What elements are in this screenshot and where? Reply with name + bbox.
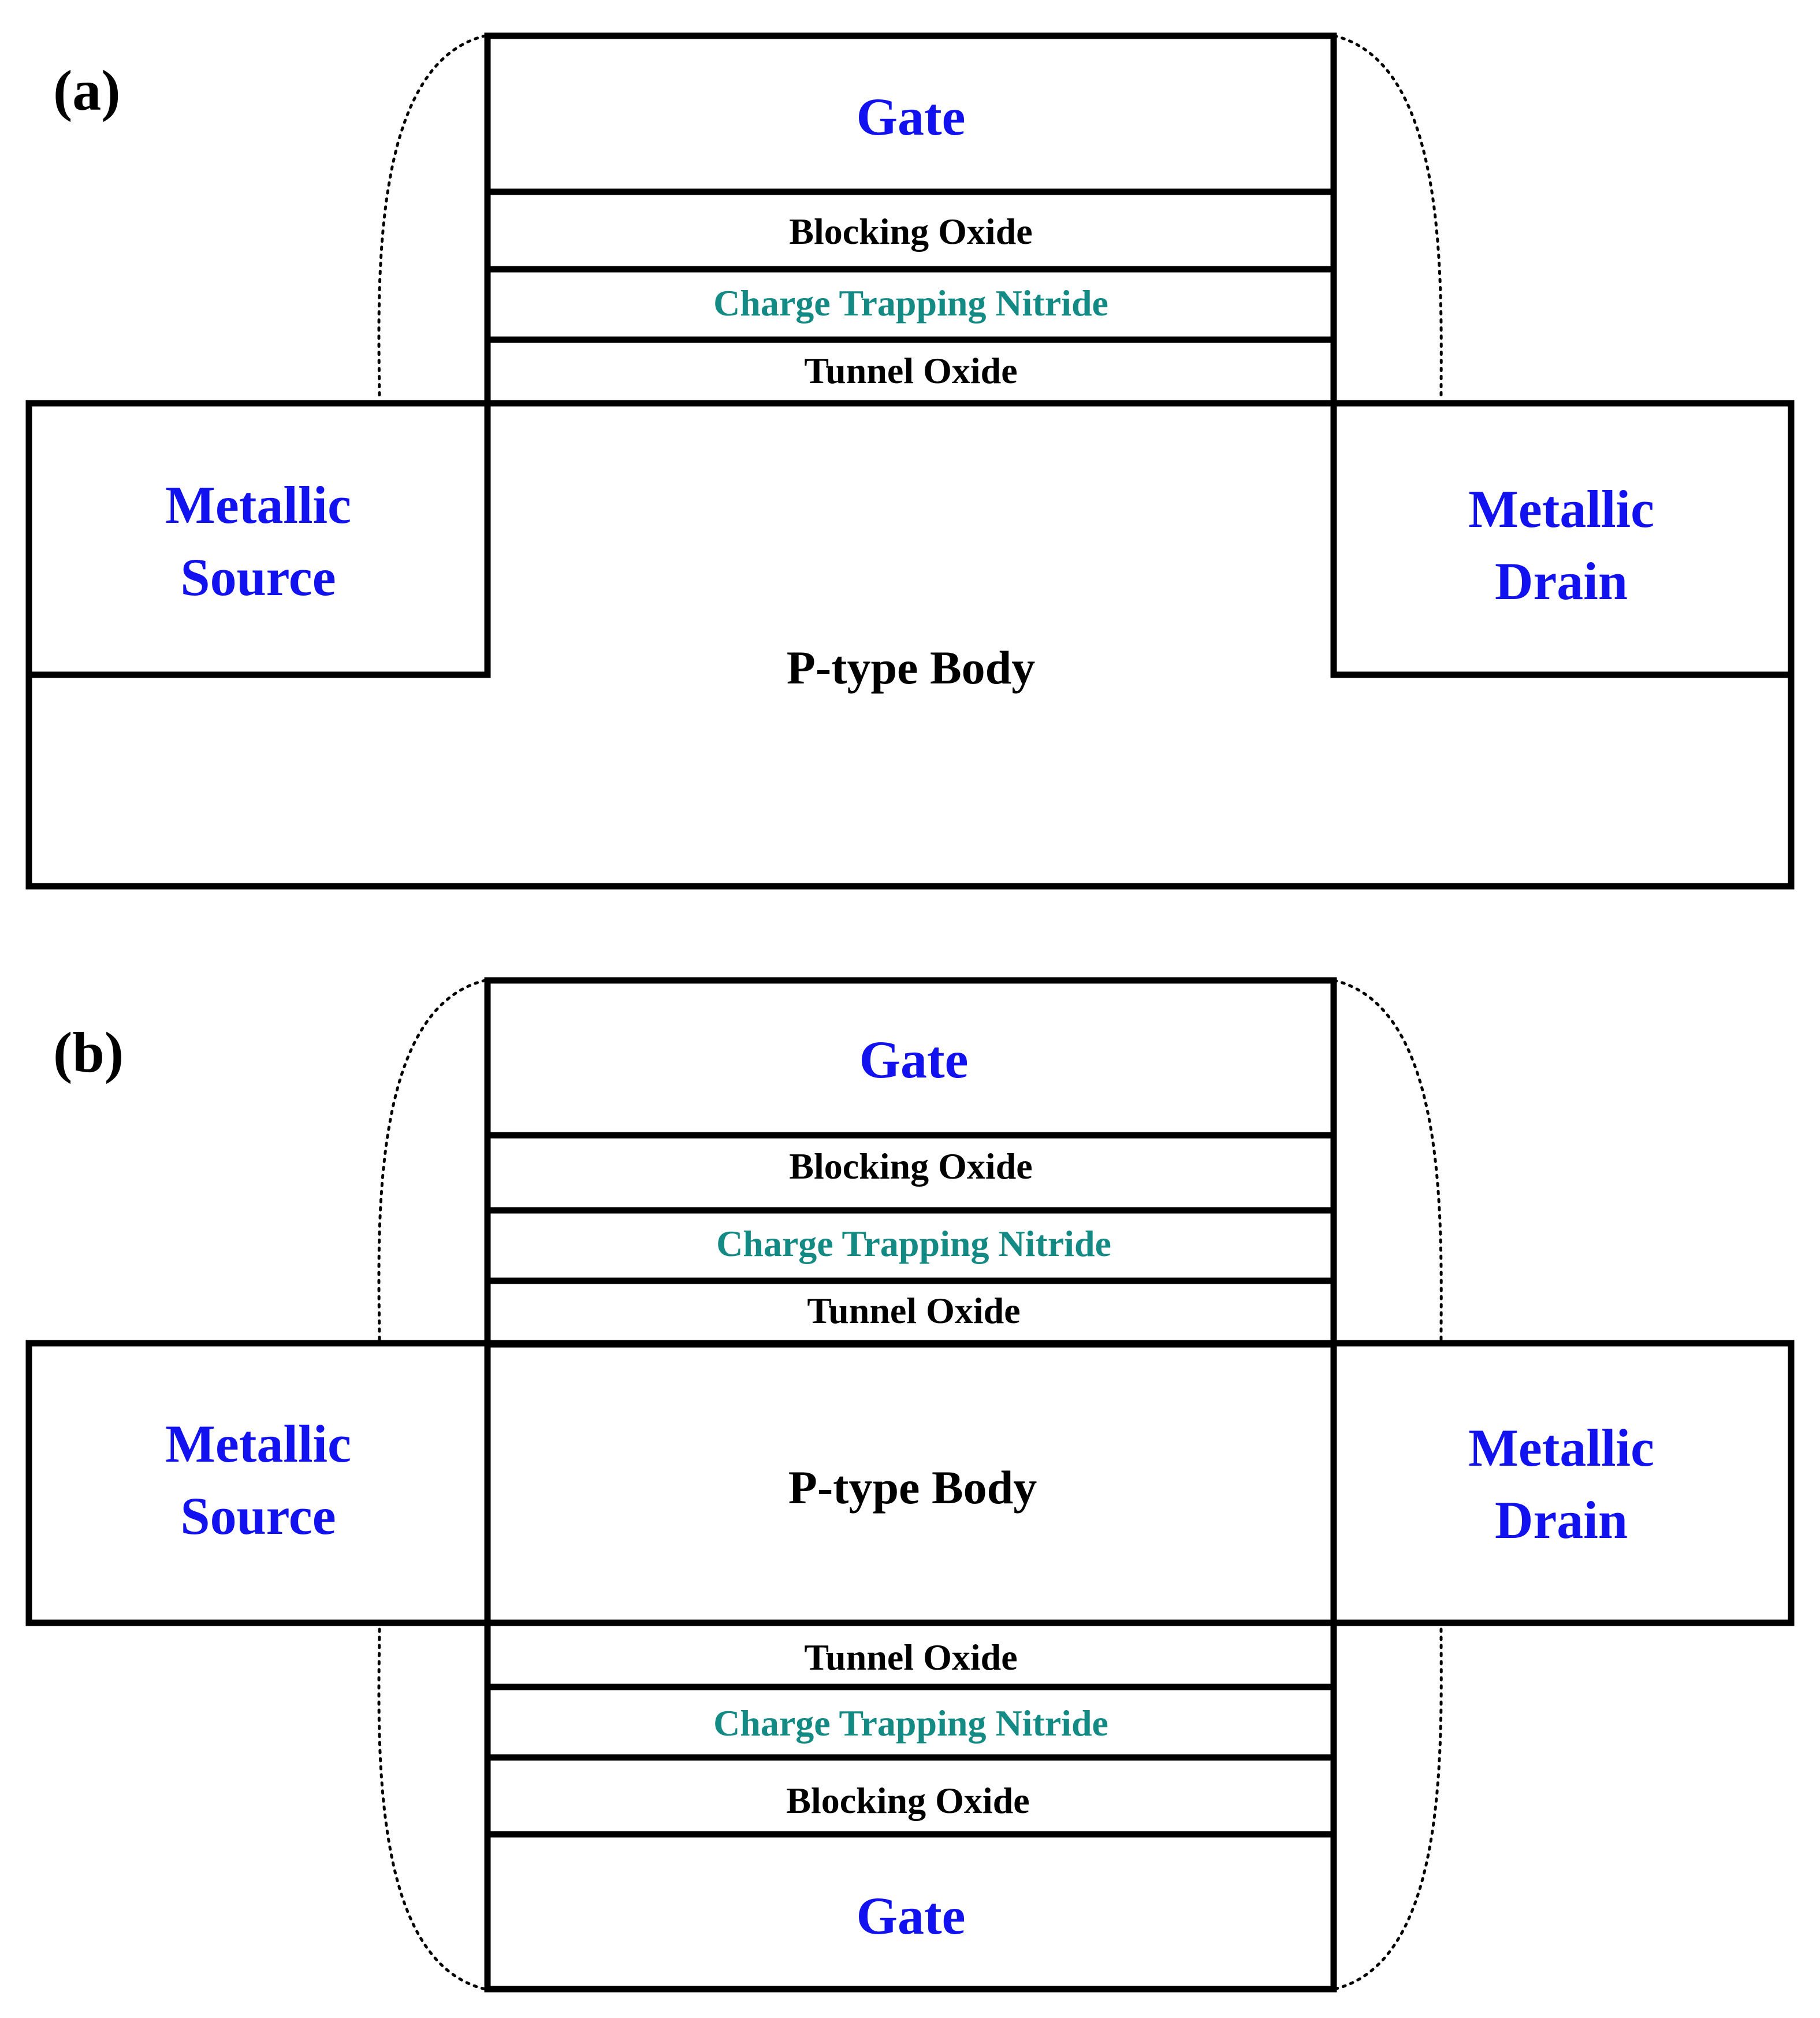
panel-b-left-bottom-spacer-outline [377, 1627, 487, 1991]
panel-b-right-top-spacer-outline [1333, 979, 1443, 1342]
panel-b-top-charge-trapping-label: Charge Trapping Nitride [716, 1223, 1111, 1264]
panel-a-drain-label-line1: Metallic [1468, 480, 1654, 538]
panel-a: (a) Gate Blocking Oxide Charge Trapping … [25, 32, 1795, 890]
panel-a-blocking-oxide-label: Blocking Oxide [789, 211, 1032, 252]
panel-b-bottom-gate-box [484, 1831, 1337, 1993]
panel-b: (b) Gate Blocking Oxide Charge Trapping … [25, 977, 1795, 1993]
panel-a-label: (a) [53, 58, 121, 122]
panel-b-drain-box [1330, 1340, 1795, 1626]
panel-b-bottom-gate-label: Gate [856, 1886, 965, 1945]
panel-a-charge-trapping-label: Charge Trapping Nitride [713, 283, 1108, 324]
panel-a-drain-box [1330, 400, 1791, 678]
panel-a-source-label-line2: Source [180, 548, 336, 607]
panel-b-top-tunnel-oxide-label: Tunnel Oxide [807, 1290, 1020, 1331]
panel-a-gate-label: Gate [856, 87, 965, 146]
panel-a-body-label: P-type Body [787, 641, 1036, 694]
panel-b-top-gate-label: Gate [859, 1030, 968, 1089]
panel-b-left-top-spacer-outline [377, 979, 487, 1342]
panel-a-source-label-line1: Metallic [165, 475, 351, 534]
panel-b-drain-label-line1: Metallic [1468, 1418, 1654, 1477]
panel-b-body-label: P-type Body [788, 1461, 1037, 1514]
panel-b-source-box [25, 1340, 491, 1626]
panel-a-drain-label-line2: Drain [1495, 552, 1628, 611]
panel-a-right-spacer-outline [1333, 34, 1443, 400]
panel-b-bottom-charge-trapping-label: Charge Trapping Nitride [713, 1703, 1108, 1744]
panel-b-right-bottom-spacer-outline [1333, 1627, 1443, 1991]
panel-a-tunnel-oxide-label: Tunnel Oxide [804, 350, 1017, 391]
panel-a-left-spacer-outline [377, 34, 487, 400]
panel-a-source-box [29, 400, 491, 678]
panel-b-drain-label-line2: Drain [1495, 1491, 1628, 1549]
panel-b-bottom-tunnel-oxide-label: Tunnel Oxide [804, 1637, 1017, 1678]
panel-b-source-label-line1: Metallic [165, 1414, 351, 1473]
panel-b-source-label-line2: Source [180, 1486, 336, 1545]
panel-b-top-blocking-oxide-label: Blocking Oxide [789, 1146, 1032, 1187]
panel-b-label: (b) [53, 1020, 124, 1084]
panel-b-bottom-blocking-oxide-label: Blocking Oxide [786, 1780, 1029, 1821]
panel-a-body-outline [25, 400, 1795, 890]
